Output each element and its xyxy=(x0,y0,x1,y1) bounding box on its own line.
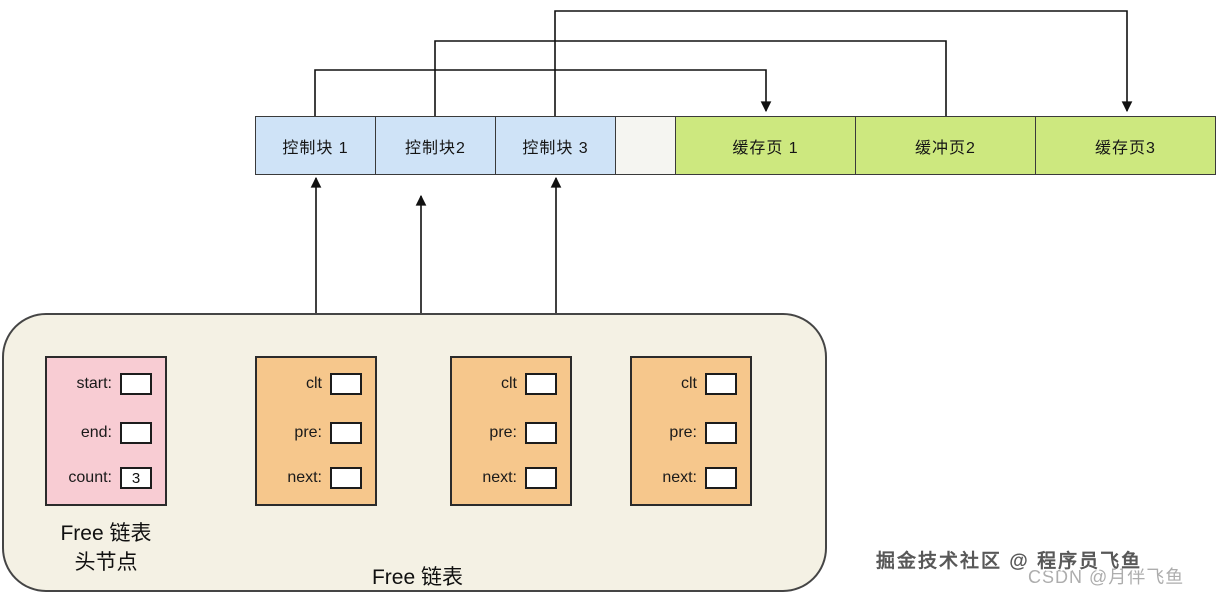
node2-clt-row: clt xyxy=(452,373,570,395)
cache-page-2: 缓冲页2 xyxy=(855,116,1036,175)
head-node-caption-line2: 头节点 xyxy=(74,551,138,574)
arrow-cb2-to-page2 xyxy=(434,40,947,116)
watermark-csdn: CSDN @月伴飞鱼 xyxy=(1028,567,1185,587)
head-count-value: 3 xyxy=(120,467,152,489)
node2-clt-pointer-slot xyxy=(525,373,557,395)
cache-page-3: 缓存页3 xyxy=(1035,116,1216,175)
free-list-head-node: start: end: count: 3 xyxy=(45,356,167,506)
fragment-spacer xyxy=(615,116,676,175)
head-count-row: count: 3 xyxy=(47,467,165,489)
node2-pre-label: pre: xyxy=(489,424,517,441)
free-list-node-3: clt pre: next: xyxy=(630,356,752,506)
cache-page-2-label: 缓冲页2 xyxy=(915,139,976,157)
control-block-1-label: 控制块 1 xyxy=(282,139,349,157)
control-block-1: 控制块 1 xyxy=(255,116,376,175)
node2-next-pointer-slot xyxy=(525,467,557,489)
node1-next-pointer-slot xyxy=(330,467,362,489)
node1-clt-label: clt xyxy=(306,375,322,392)
node1-next-row: next: xyxy=(257,467,375,489)
free-list-node-1: clt pre: next: xyxy=(255,356,377,506)
node2-pre-row: pre: xyxy=(452,422,570,444)
watermark-juejin: 掘金技术社区 @ 程序员飞鱼 xyxy=(876,551,1143,572)
control-block-3-label: 控制块 3 xyxy=(522,139,589,157)
node2-next-label: next: xyxy=(482,469,517,486)
memory-strip: 控制块 1 控制块2 控制块 3 缓存页 1 缓冲页2 缓存页3 xyxy=(255,116,1216,175)
node1-pre-row: pre: xyxy=(257,422,375,444)
node1-pre-pointer-slot xyxy=(330,422,362,444)
head-count-label: count: xyxy=(68,469,112,486)
node2-pre-pointer-slot xyxy=(525,422,557,444)
node3-pre-row: pre: xyxy=(632,422,750,444)
control-block-2-label: 控制块2 xyxy=(405,139,466,157)
head-start-pointer-slot xyxy=(120,373,152,395)
control-block-3: 控制块 3 xyxy=(495,116,616,175)
node3-clt-label: clt xyxy=(681,375,697,392)
node2-clt-label: clt xyxy=(501,375,517,392)
cache-page-1: 缓存页 1 xyxy=(675,116,856,175)
node3-next-row: next: xyxy=(632,467,750,489)
node3-pre-label: pre: xyxy=(669,424,697,441)
node3-next-pointer-slot xyxy=(705,467,737,489)
node3-clt-row: clt xyxy=(632,373,750,395)
node1-clt-pointer-slot xyxy=(330,373,362,395)
arrow-cb1-to-page1 xyxy=(314,69,772,116)
cache-page-3-label: 缓存页3 xyxy=(1095,139,1156,157)
head-node-caption-line1: Free 链表 xyxy=(60,522,152,545)
node2-next-row: next: xyxy=(452,467,570,489)
head-node-caption: Free 链表 头节点 xyxy=(28,519,184,577)
arrow-cb3-to-page3 xyxy=(554,10,1133,116)
free-list-caption: Free 链表 xyxy=(371,566,463,589)
head-start-row: start: xyxy=(47,373,165,395)
control-block-2: 控制块2 xyxy=(375,116,496,175)
node3-pre-pointer-slot xyxy=(705,422,737,444)
head-end-row: end: xyxy=(47,422,165,444)
head-start-label: start: xyxy=(76,375,112,392)
free-list-node-2: clt pre: next: xyxy=(450,356,572,506)
node1-next-label: next: xyxy=(287,469,322,486)
node1-clt-row: clt xyxy=(257,373,375,395)
node1-pre-label: pre: xyxy=(294,424,322,441)
head-end-pointer-slot xyxy=(120,422,152,444)
cache-page-1-label: 缓存页 1 xyxy=(732,139,799,157)
node3-next-label: next: xyxy=(662,469,697,486)
node3-clt-pointer-slot xyxy=(705,373,737,395)
head-end-label: end: xyxy=(80,424,112,441)
